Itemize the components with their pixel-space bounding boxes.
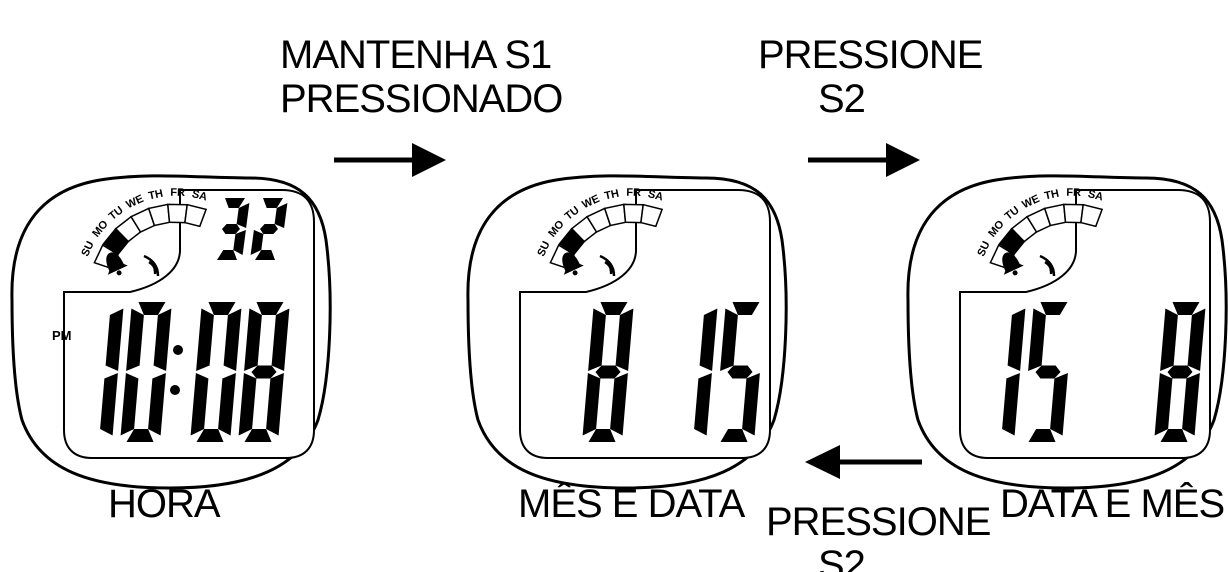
lcd-digit: [190, 302, 242, 442]
alarm-bell-icon: [106, 252, 128, 276]
lcd-digit: [720, 302, 760, 442]
lcd-main-left: [582, 302, 634, 442]
chime-icon: [143, 254, 160, 277]
arrow-left-icon: [805, 445, 922, 479]
step1-caption-line1: MANTENHA S1: [280, 33, 551, 77]
weekday-label: FR: [1066, 187, 1081, 199]
weekday-label: FR: [170, 187, 185, 199]
arrow-right-icon-1: [334, 143, 446, 177]
weekday-label: SU: [535, 239, 552, 258]
step2-caption-line2: S2: [818, 77, 865, 121]
chime-icon: [1039, 254, 1056, 277]
weekday-label: SA: [191, 188, 209, 203]
lcd-digit: [238, 302, 290, 442]
step2-caption-line1: PRESSIONE: [758, 33, 982, 77]
lcd-digit: [1154, 302, 1206, 442]
lcd-main-right: [1154, 302, 1206, 442]
lcd-top-value: [217, 198, 288, 260]
step1-caption-line2: PRESSIONADO: [280, 77, 562, 121]
lcd-digit: [582, 302, 634, 442]
lcd-digit: [120, 302, 172, 442]
lcd-colon-dot: [170, 385, 180, 395]
weekday-label: FR: [626, 187, 641, 199]
lcd-digit: [217, 198, 250, 260]
weekday-label: TH: [603, 188, 620, 203]
arrow-right-icon-2: [808, 143, 920, 177]
lcd-digit: [1002, 308, 1026, 436]
pm-indicator: PM: [52, 328, 72, 343]
lcd-main-left: [1002, 302, 1068, 442]
weekday-cell: [622, 203, 645, 224]
weekday-label: SU: [975, 239, 992, 258]
alarm-bell-icon: [1002, 252, 1024, 276]
lcd-window: [959, 189, 1211, 459]
lcd-main-left: [100, 302, 172, 442]
lcd-digit: [100, 308, 124, 436]
weekday-label: TH: [1043, 188, 1060, 203]
watch-label-hora: HORA: [108, 482, 221, 526]
lcd-main-right: [694, 302, 760, 442]
weekday-label: SA: [647, 188, 665, 203]
lcd-colon-dot: [173, 345, 183, 355]
weekday-cell: [184, 203, 208, 228]
weekday-cell: [1062, 203, 1085, 224]
weekday-label: SU: [79, 239, 96, 258]
lcd-main-right: [190, 302, 290, 442]
step3-caption-line2: S2: [818, 543, 865, 572]
watch-label-data-mes: DATA E MÊS: [1000, 481, 1224, 526]
weekday-cell: [166, 203, 189, 224]
lcd-digit: [1028, 302, 1068, 442]
alarm-bell-icon: [562, 252, 584, 276]
weekday-cell: [1080, 203, 1104, 228]
lcd-digit: [694, 308, 718, 436]
lcd-digit: [250, 198, 288, 260]
watch-label-mes-data: MÊS E DATA: [518, 481, 746, 526]
weekday-cell: [640, 203, 664, 228]
weekday-label: SA: [1087, 188, 1105, 203]
weekday-label: TH: [147, 188, 164, 203]
chime-icon: [599, 254, 616, 277]
step3-caption-line1: PRESSIONE: [766, 500, 990, 544]
